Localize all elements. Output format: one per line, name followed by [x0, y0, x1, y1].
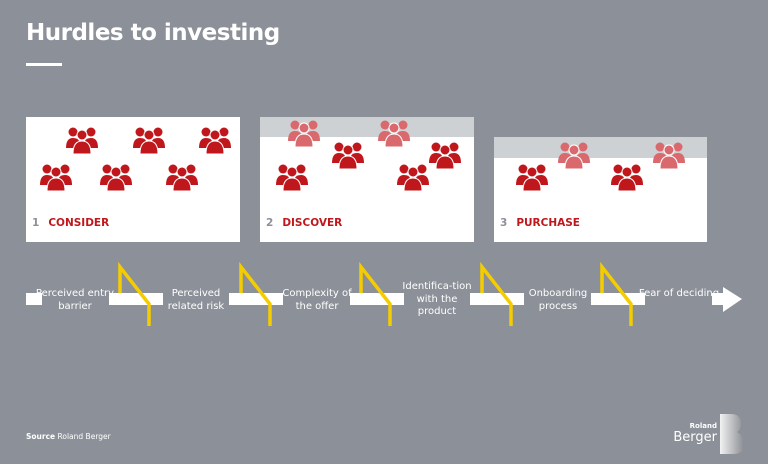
hurdle-label: Fear of deciding — [638, 288, 720, 299]
source-note: Source Roland Berger — [26, 432, 111, 441]
arrow-right-icon — [712, 287, 742, 312]
hurdle-bolt-icon — [239, 261, 272, 326]
hurdle-bolt-icon — [118, 261, 151, 326]
logo-b-mark — [720, 414, 744, 454]
logo-line2: Berger — [673, 430, 717, 445]
hurdle-label: Identifica-tion with the product — [402, 281, 472, 317]
hurdle-bolt-icon — [359, 261, 392, 326]
hurdle-label: Perceived related risk — [167, 288, 225, 312]
hurdle-bolt-icon — [480, 261, 513, 326]
hurdle-bolt-icon — [600, 261, 633, 326]
dropout-band — [494, 137, 707, 158]
hurdle-label: Complexity of the offer — [282, 288, 352, 312]
page-title: Hurdles to investing — [26, 20, 280, 46]
hurdle-label: Onboarding process — [528, 288, 588, 312]
roland-berger-logo: Roland Berger — [666, 412, 748, 456]
flow-bar — [26, 293, 42, 305]
title-underline — [26, 63, 62, 66]
logo-line1: Roland — [689, 422, 717, 430]
hurdle-label: Perceived entry barrier — [35, 288, 115, 312]
